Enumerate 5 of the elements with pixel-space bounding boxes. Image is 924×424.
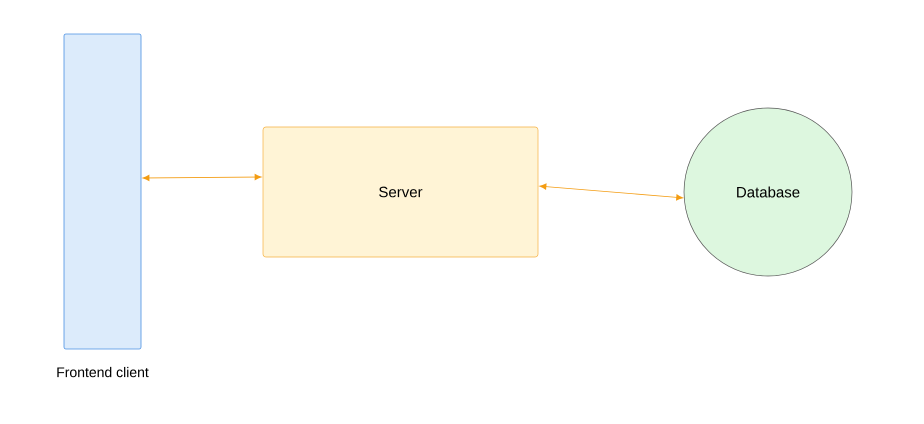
arrow [539, 183, 684, 201]
server-box: Server [262, 126, 538, 258]
client-bar: Frontend client [57, 34, 149, 378]
arrow [142, 174, 262, 182]
node-label: Frontend client [57, 366, 149, 378]
